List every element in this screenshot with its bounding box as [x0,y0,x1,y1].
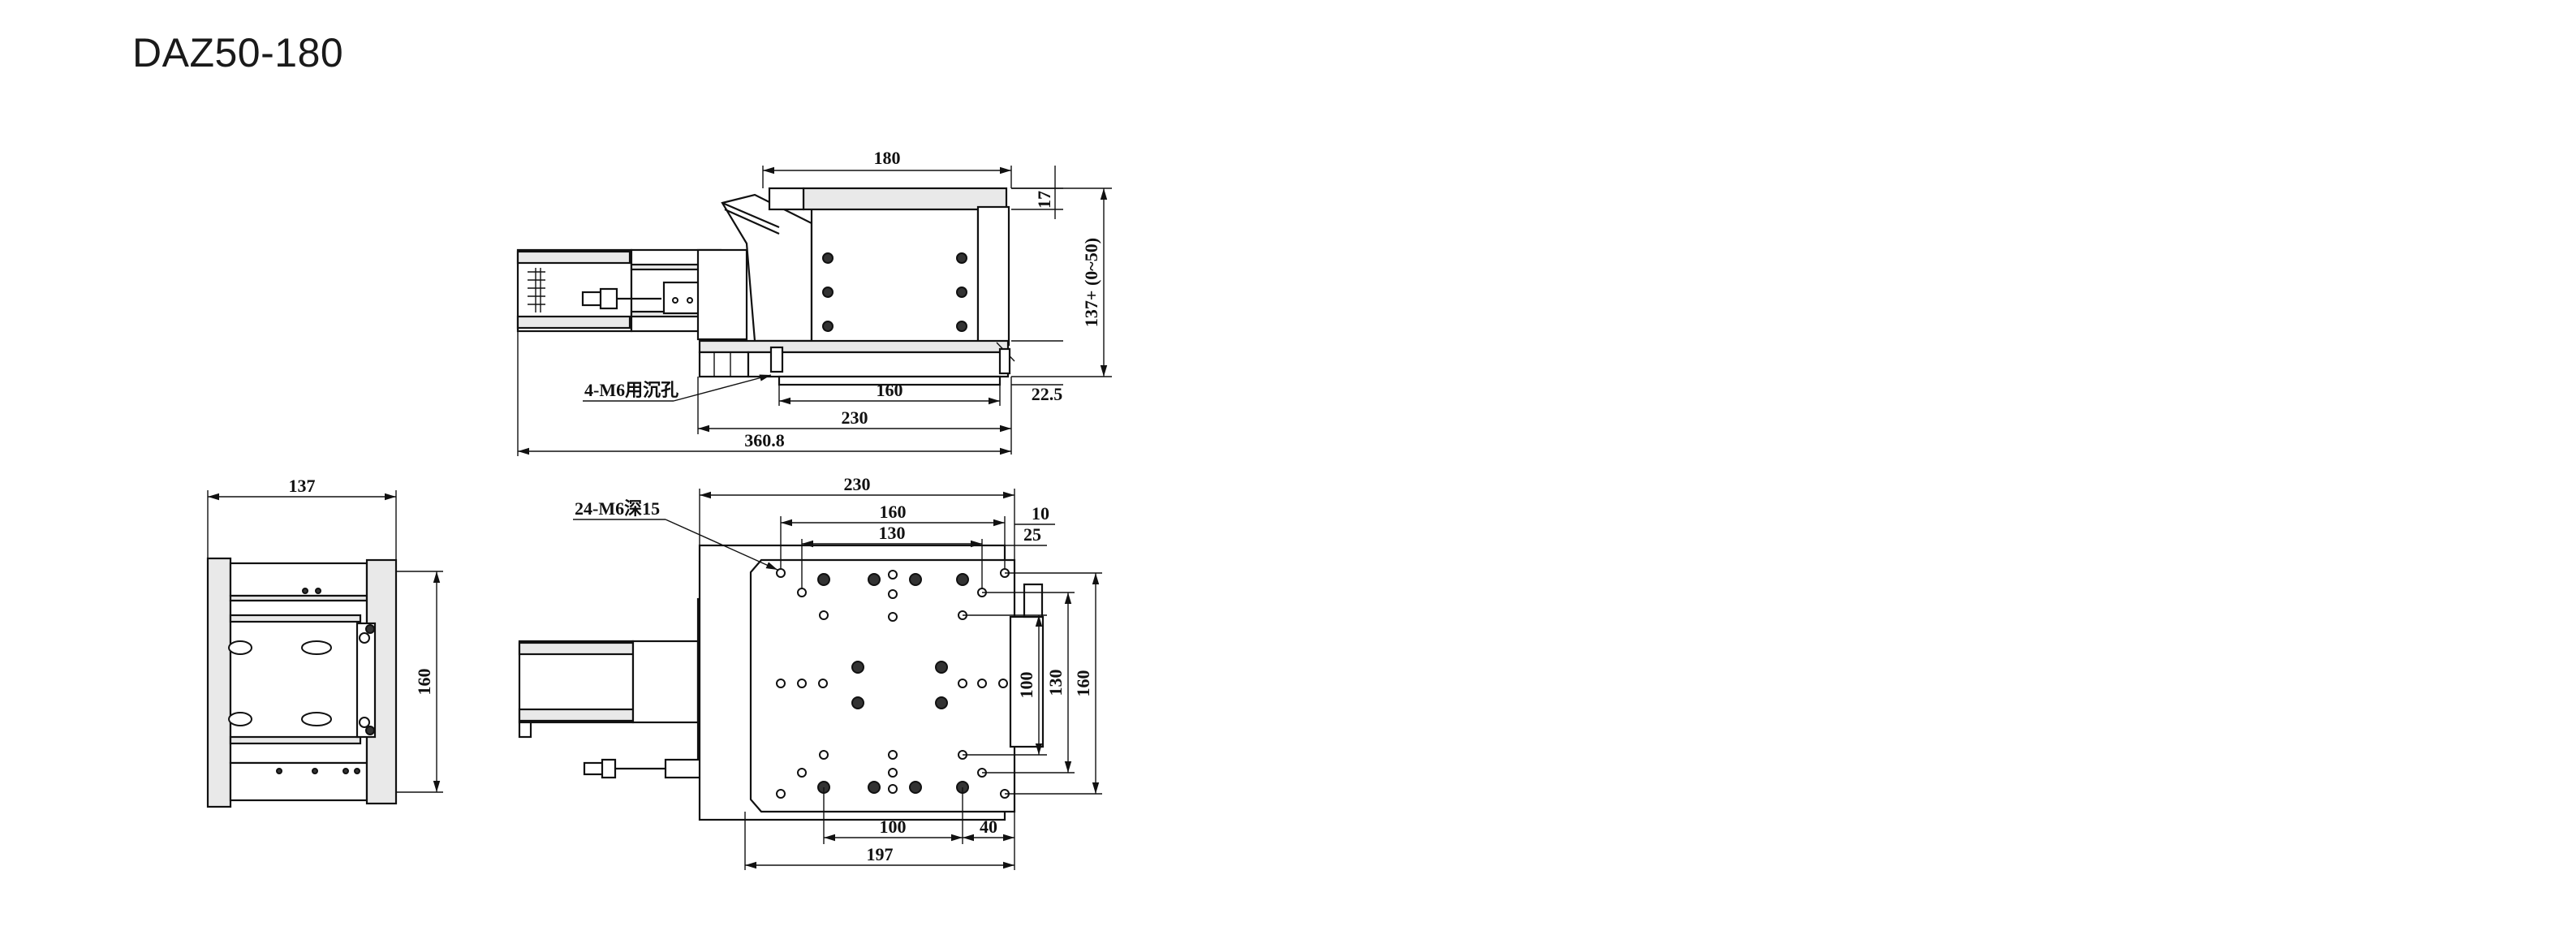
dim-10: 10 [1032,503,1049,524]
dim-230-front: 230 [842,407,868,428]
dim-360-8: 360.8 [744,430,785,450]
front-view: 180 17 137+ (0~50) 22.5 160 230 [516,148,1112,456]
dim-130-top: 130 [879,523,906,543]
dim-100-bottom: 100 [880,817,907,837]
dim-197: 197 [867,844,894,864]
dim-17: 17 [1034,191,1054,209]
side-view: 137 160 [206,476,443,808]
top-dimensions: 230 160 130 10 25 100 130 160 [573,474,1102,870]
note-4-m6: 4-M6用沉孔 [584,380,678,400]
dim-137: 137 [289,476,316,496]
dim-180: 180 [874,148,901,168]
dim-100-vert: 100 [1016,672,1036,699]
dim-160-top: 160 [880,502,907,522]
dim-160-front: 160 [877,380,903,400]
dim-40: 40 [980,817,997,837]
page-title: DAZ50-180 [132,30,344,75]
dim-22-5: 22.5 [1032,384,1063,404]
dim-137-range: 137+ (0~50) [1081,238,1101,327]
front-stage-body [696,187,1015,386]
dim-130-vert: 130 [1045,670,1066,696]
dim-160-side: 160 [414,669,434,696]
dim-25: 25 [1023,524,1041,545]
note-24-m6: 24-M6深15 [575,498,660,519]
dim-230-top: 230 [844,474,871,494]
dim-160-vert: 160 [1073,670,1093,697]
top-view: 230 160 130 10 25 100 130 160 [518,474,1102,870]
front-motor [516,248,722,333]
front-dimensions: 180 17 137+ (0~50) 22.5 160 230 [517,148,1112,456]
